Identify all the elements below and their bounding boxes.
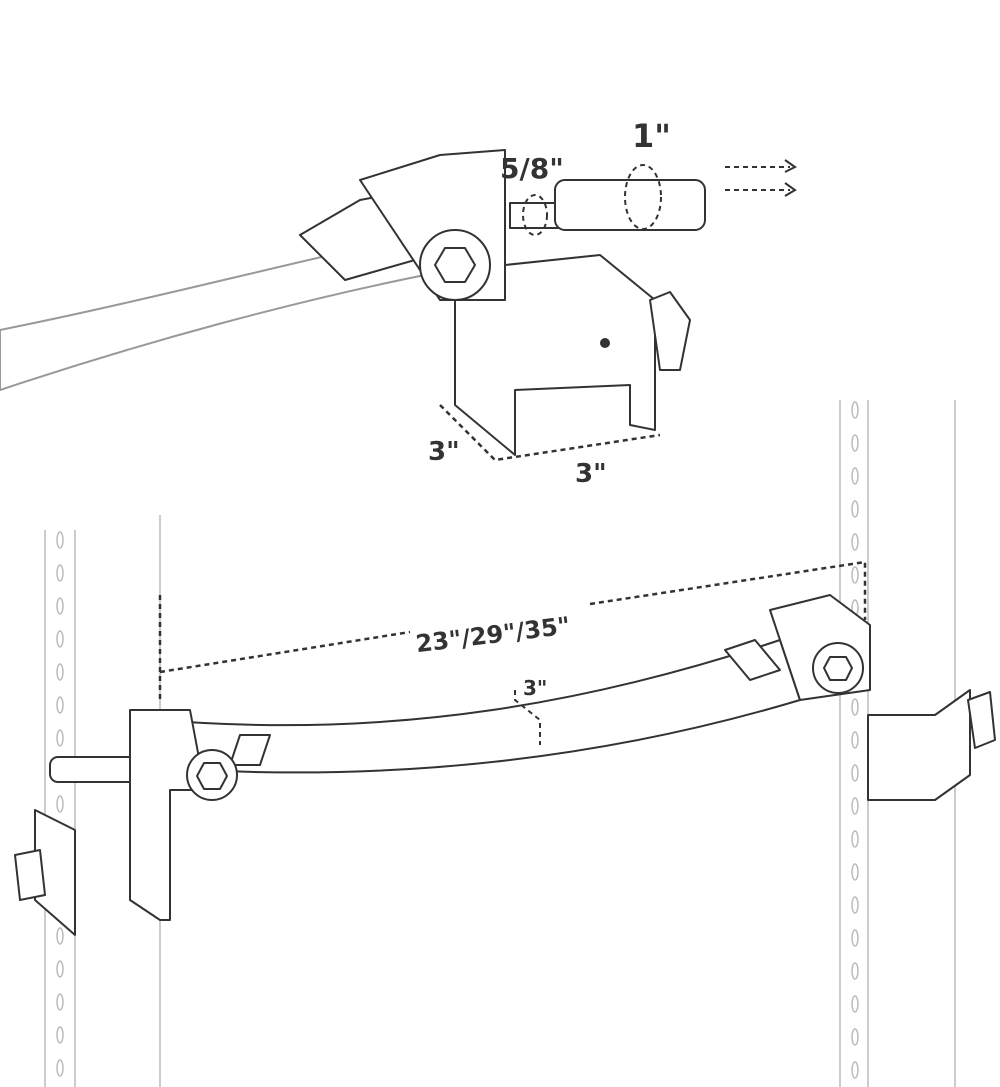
rack-hole (851, 995, 859, 1013)
rack-hole (56, 696, 64, 714)
bolt-icon (196, 762, 228, 790)
rack-hole (56, 663, 64, 681)
rack-hole (851, 467, 859, 485)
pin-small-diameter-label: 5/8" (500, 152, 564, 185)
rack-hole (851, 566, 859, 584)
rack-hole (851, 896, 859, 914)
right-bracket (769, 594, 996, 801)
rack-hole (851, 830, 859, 848)
bracket-width-label: 3" (575, 459, 607, 489)
rack-hole (56, 960, 64, 978)
installed-bar (159, 639, 801, 774)
bar-width-label: 3" (523, 676, 547, 700)
rack-hole (56, 795, 64, 813)
top-u-bracket (439, 254, 691, 462)
rack-hole (851, 401, 859, 419)
bolt-icon (434, 247, 476, 283)
bar-length-label: 23"/29"/35" (414, 612, 572, 659)
rack-hole (56, 597, 64, 615)
rack-hole (851, 797, 859, 815)
rack-hole (851, 1061, 859, 1079)
rack-hole (851, 863, 859, 881)
rack-hole (56, 564, 64, 582)
rack-hole (851, 434, 859, 452)
top-detail-bar (0, 184, 451, 391)
rack-hole (851, 731, 859, 749)
knob-icon (967, 691, 996, 749)
knob-icon (649, 291, 691, 371)
knob-icon (14, 849, 46, 901)
rack-hole (56, 927, 64, 945)
dimension-lines (158, 560, 867, 745)
pin-large-diameter-label: 1" (632, 117, 671, 155)
top-pivot-bracket (359, 149, 506, 301)
rack-hole (56, 630, 64, 648)
pin (509, 159, 797, 236)
rack-hole (851, 533, 859, 551)
rack-hole (56, 1059, 64, 1077)
rack-hole (851, 698, 859, 716)
bracket-depth-label: 3" (428, 437, 460, 467)
left-bracket (14, 709, 238, 936)
rack-hole (56, 729, 64, 747)
rack-hole (851, 929, 859, 947)
bolt-icon (823, 656, 853, 681)
rack-hole (851, 1028, 859, 1046)
rack-hole (851, 764, 859, 782)
rack-hole (56, 993, 64, 1011)
rack-hole (851, 500, 859, 518)
rack-hole (56, 1026, 64, 1044)
set-screw-icon (600, 338, 610, 348)
rack-hole (851, 962, 859, 980)
rack-hole (56, 531, 64, 549)
